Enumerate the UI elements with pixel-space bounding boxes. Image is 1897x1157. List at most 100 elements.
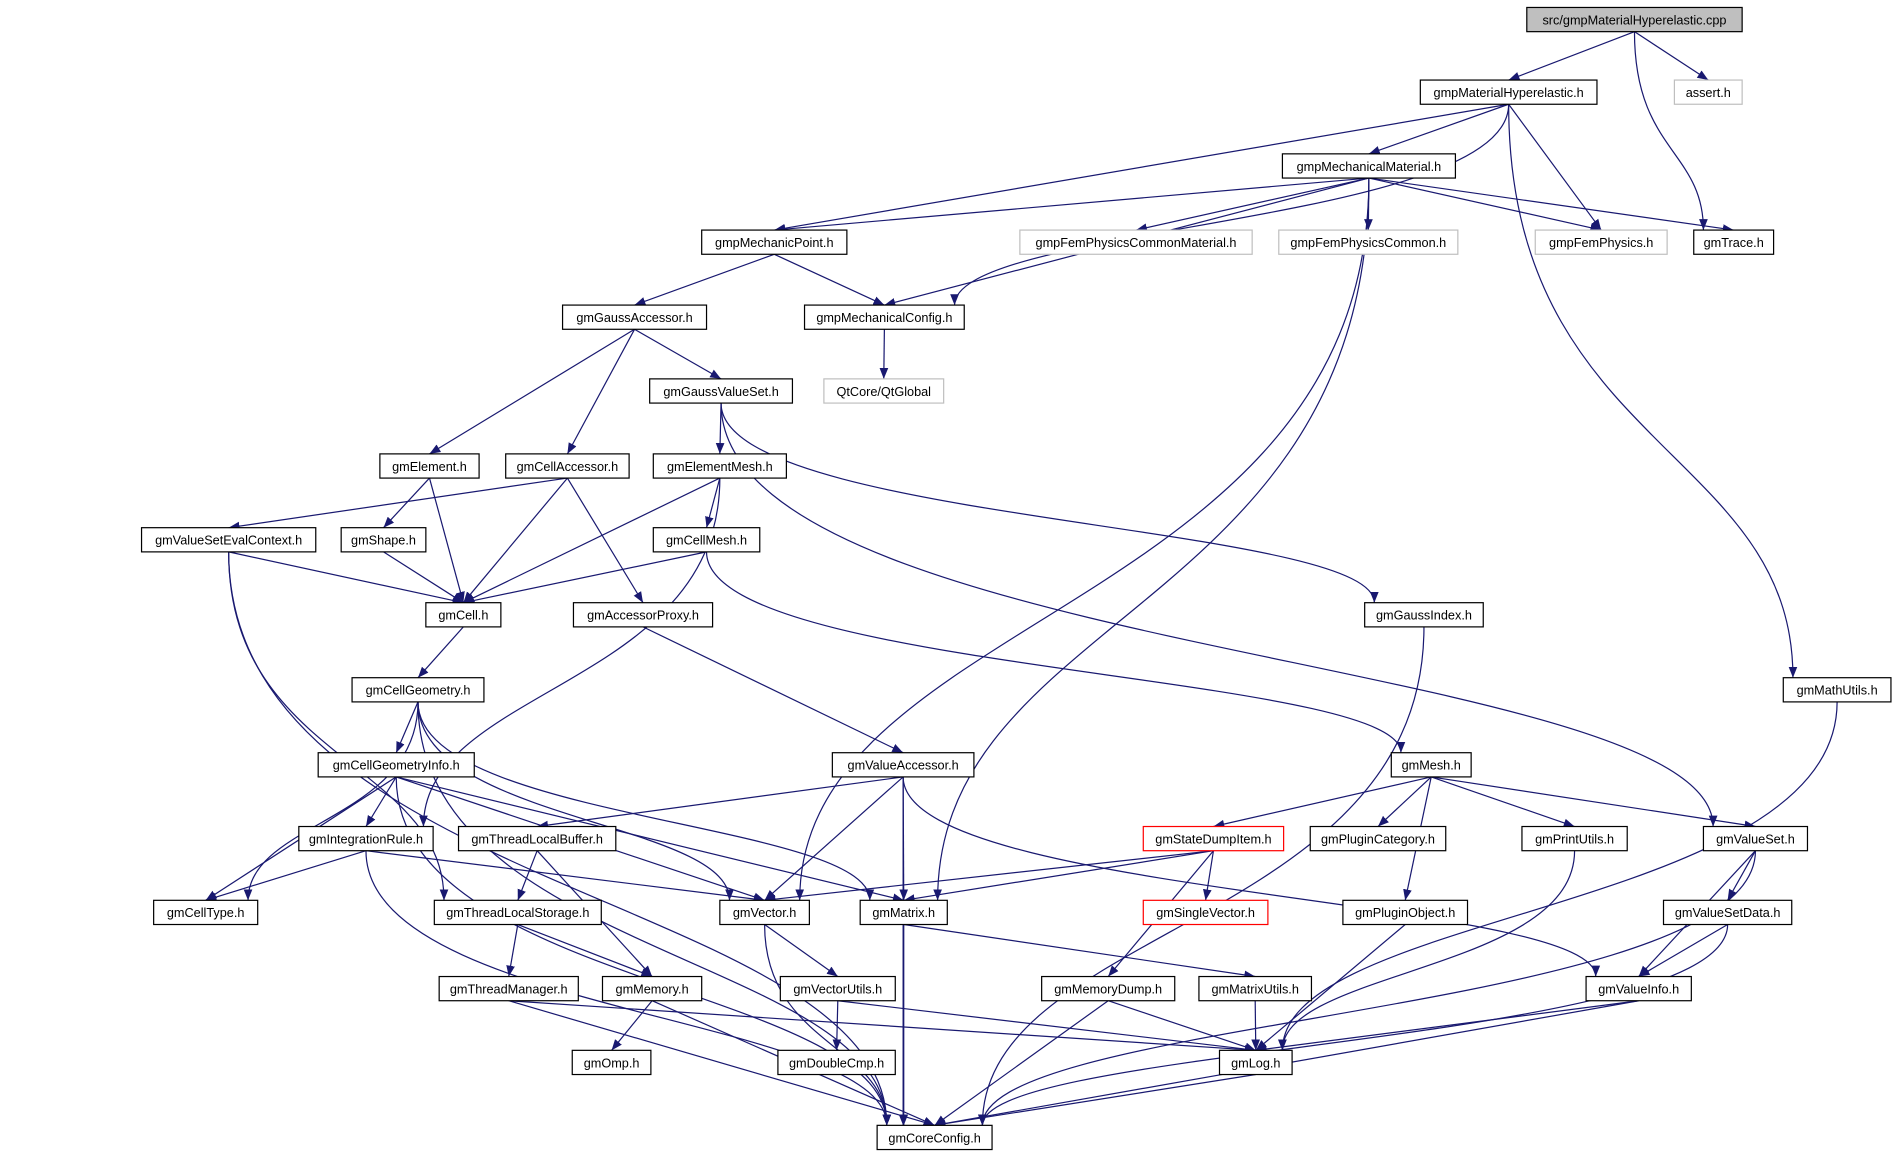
node-tm[interactable]: gmThreadManager.h: [438, 975, 579, 1002]
node-box: [457, 825, 617, 852]
node-ir[interactable]: gmIntegrationRule.h: [298, 825, 434, 852]
edge-sdi-to-sv: [1202, 850, 1215, 901]
node-pc[interactable]: gmPluginCategory.h: [1309, 825, 1447, 852]
node-box: [1309, 825, 1447, 852]
edge-cm-to-cell: [463, 551, 707, 605]
node-math[interactable]: gmMathUtils.h: [1782, 677, 1892, 703]
node-ga[interactable]: gmGaussAccessor.h: [561, 304, 708, 330]
node-box: [831, 752, 975, 778]
node-label: gmpMaterialHyperelastic.h: [1434, 86, 1584, 100]
node-vec[interactable]: gmVector.h: [719, 899, 810, 926]
edge-mesh-to-pc: [1377, 776, 1432, 827]
node-box: [505, 453, 630, 479]
edge-vs-to-vsd: [1727, 850, 1756, 901]
edge-shape-to-cell: [383, 551, 464, 604]
node-label: gmLog.h: [1231, 1056, 1280, 1070]
edge-ca-to-cell: [462, 477, 568, 604]
edge-mesh-to-pu: [1431, 776, 1575, 828]
node-vi[interactable]: gmValueInfo.h: [1585, 975, 1692, 1002]
edge-em-to-cell: [463, 477, 721, 604]
node-qt: QtCore/QtGlobal: [823, 378, 945, 404]
node-po[interactable]: gmPluginObject.h: [1342, 899, 1469, 926]
edge-root-to-trace: [1633, 31, 1708, 231]
node-box: [1693, 229, 1775, 255]
edge-vec-to-vu: [764, 924, 839, 978]
node-label: gmDoubleCmp.h: [789, 1056, 884, 1070]
edge-vsec-to-cell: [228, 551, 464, 605]
edge-va-to-tlb: [537, 776, 904, 830]
node-box: [1364, 602, 1484, 628]
node-core[interactable]: gmCoreConfig.h: [876, 1124, 993, 1151]
node-elem[interactable]: gmElement.h: [379, 453, 480, 479]
node-mem[interactable]: gmMemory.h: [601, 975, 703, 1002]
node-md[interactable]: gmMemoryDump.h: [1041, 975, 1176, 1002]
edge-mh-to-math: [1508, 104, 1798, 678]
node-shape[interactable]: gmShape.h: [340, 527, 427, 553]
node-tlb[interactable]: gmThreadLocalBuffer.h: [457, 825, 617, 852]
edge-mesh-to-vs: [1431, 776, 1756, 830]
node-box: [719, 899, 810, 926]
node-box: [1526, 6, 1743, 33]
node-box: [561, 304, 708, 330]
node-vu[interactable]: gmVectorUtils.h: [779, 975, 896, 1002]
edge-cg-to-cgi: [395, 701, 419, 753]
node-label: gmGaussIndex.h: [1376, 609, 1472, 623]
edge-tlb-to-tls: [517, 850, 538, 901]
node-gi[interactable]: gmGaussIndex.h: [1364, 602, 1484, 628]
node-assert: assert.h: [1673, 79, 1743, 105]
node-label: gmpFemPhysics.h: [1549, 236, 1653, 250]
node-ca[interactable]: gmCellAccessor.h: [505, 453, 630, 479]
node-ct[interactable]: gmCellType.h: [153, 899, 259, 926]
node-cg[interactable]: gmCellGeometry.h: [351, 677, 485, 703]
node-box: [649, 378, 794, 404]
node-box: [1142, 825, 1285, 852]
edge-ca-to-ap: [566, 477, 644, 604]
node-pu[interactable]: gmPrintUtils.h: [1521, 825, 1628, 852]
node-mp[interactable]: gmpMechanicPoint.h: [701, 229, 848, 255]
edge-mm-to-vec: [795, 178, 1370, 901]
node-log[interactable]: gmLog.h: [1218, 1049, 1293, 1076]
node-em[interactable]: gmElementMesh.h: [652, 453, 787, 479]
edge-mh-to-fp: [1508, 103, 1602, 231]
node-box: [779, 975, 896, 1002]
edge-sdi-to-vec: [764, 850, 1214, 904]
node-label: gmMatrix.h: [872, 906, 935, 920]
node-ap[interactable]: gmAccessorProxy.h: [572, 602, 714, 628]
node-trace[interactable]: gmTrace.h: [1693, 229, 1775, 255]
edge-mat-to-mu: [903, 923, 1256, 980]
node-va[interactable]: gmValueAccessor.h: [831, 752, 975, 778]
node-gvs[interactable]: gmGaussValueSet.h: [649, 378, 794, 404]
node-vs[interactable]: gmValueSet.h: [1702, 825, 1809, 852]
node-label: gmPrintUtils.h: [1535, 832, 1614, 846]
node-mh[interactable]: gmpMaterialHyperelastic.h: [1419, 79, 1598, 105]
node-cell[interactable]: gmCell.h: [425, 602, 502, 628]
node-fp: gmpFemPhysics.h: [1534, 229, 1668, 255]
node-mesh[interactable]: gmMesh.h: [1390, 752, 1472, 778]
node-label: gmThreadLocalBuffer.h: [471, 832, 603, 846]
node-root[interactable]: src/gmpMaterialHyperelastic.cpp: [1526, 6, 1743, 33]
node-dc[interactable]: gmDoubleCmp.h: [777, 1049, 896, 1076]
node-mat[interactable]: gmMatrix.h: [859, 899, 948, 926]
node-vsd[interactable]: gmValueSetData.h: [1662, 899, 1793, 926]
node-box: [1673, 79, 1743, 105]
node-box: [1390, 752, 1472, 778]
node-mu[interactable]: gmMatrixUtils.h: [1198, 975, 1313, 1002]
node-tls[interactable]: gmThreadLocalStorage.h: [433, 899, 602, 926]
node-mm[interactable]: gmpMechanicalMaterial.h: [1281, 153, 1457, 179]
edge-vu-to-dc: [832, 1000, 842, 1051]
node-label: gmCellGeometryInfo.h: [333, 759, 460, 773]
node-label: gmMemory.h: [616, 982, 689, 996]
nodes-layer: src/gmpMaterialHyperelastic.cpp assert.h g…: [140, 6, 1892, 1151]
node-label: gmMemoryDump.h: [1054, 982, 1162, 996]
node-omp[interactable]: gmOmp.h: [571, 1049, 652, 1076]
node-label: gmCellGeometry.h: [366, 684, 471, 698]
node-label: gmGaussValueSet.h: [663, 385, 778, 399]
node-cm[interactable]: gmCellMesh.h: [652, 527, 761, 553]
node-label: gmShape.h: [351, 534, 416, 548]
node-box: [153, 899, 259, 926]
node-cgi[interactable]: gmCellGeometryInfo.h: [317, 752, 475, 778]
node-mc[interactable]: gmpMechanicalConfig.h: [803, 304, 965, 330]
node-label: gmValueSetEvalContext.h: [155, 534, 302, 548]
edge-mm-to-mp: [774, 177, 1369, 234]
node-vsec[interactable]: gmValueSetEvalContext.h: [140, 527, 317, 553]
